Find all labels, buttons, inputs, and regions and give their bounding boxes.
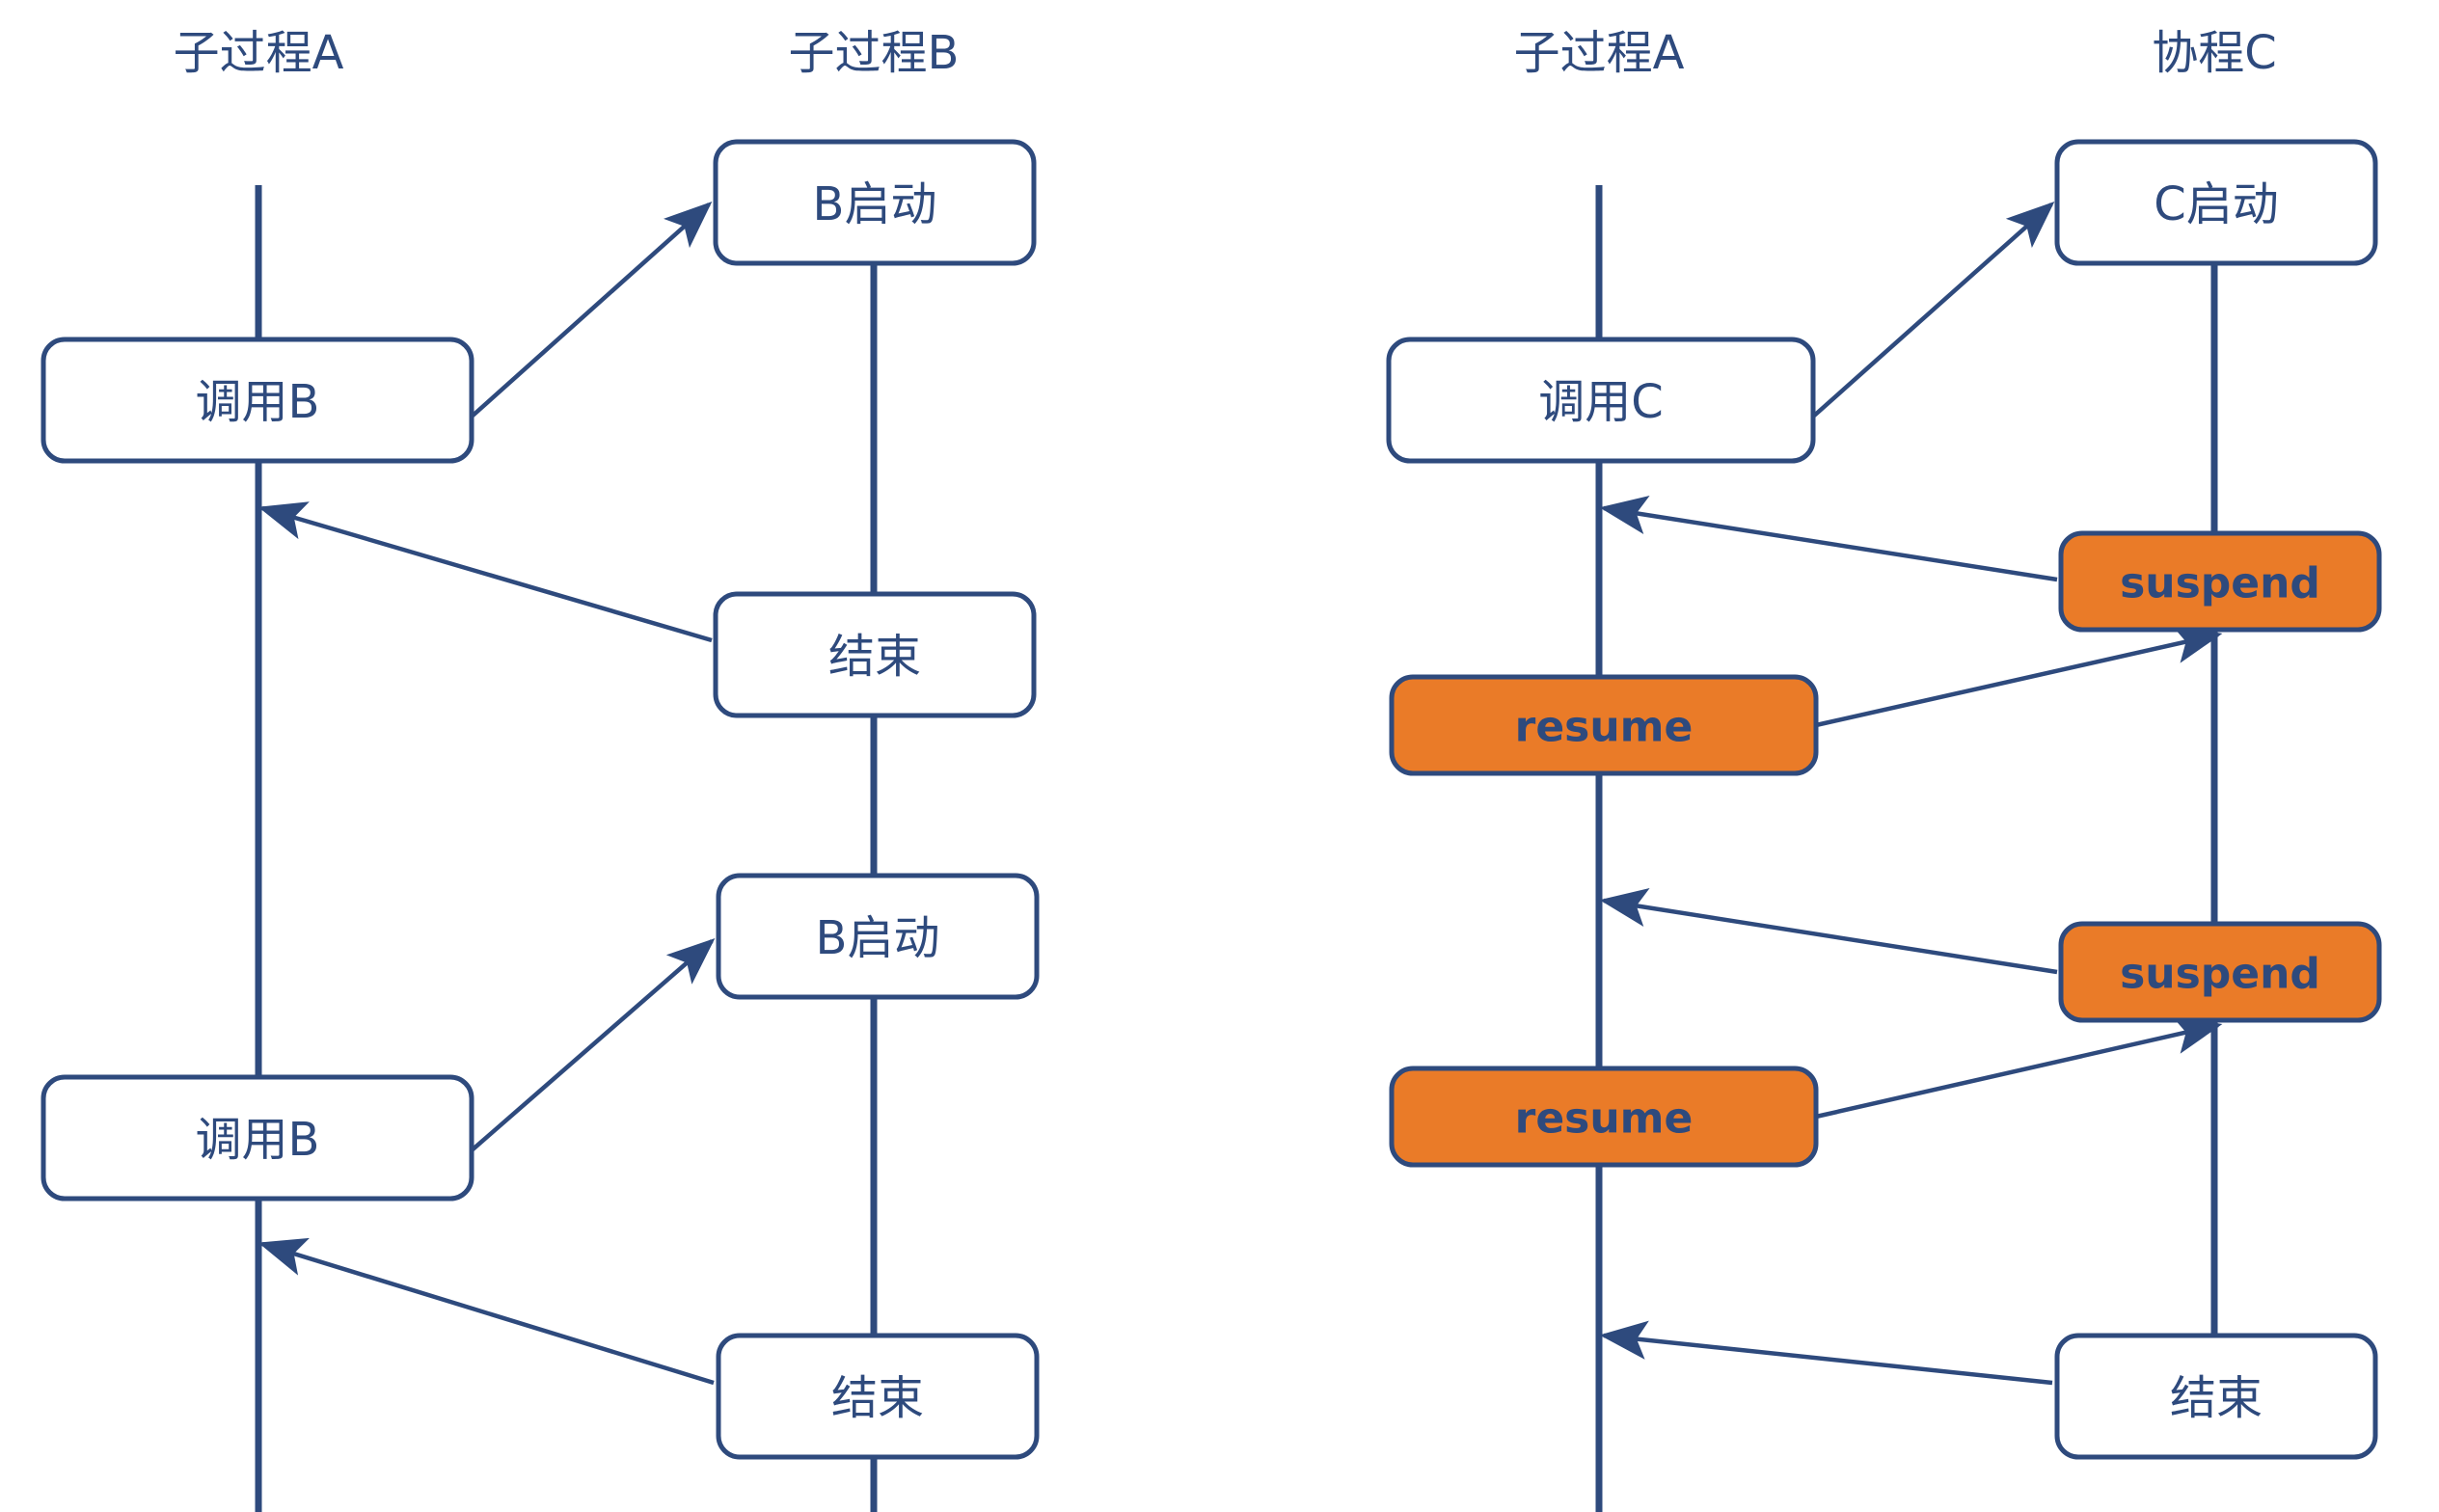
messages-layer xyxy=(257,202,2223,1386)
nodes-layer: 调用BB启动结束调用BB启动结束调用CC启动suspendresumesuspe… xyxy=(41,139,2382,1460)
node-label-c-end: 结束 xyxy=(2170,1371,2263,1425)
lifelines-layer xyxy=(255,185,2218,1512)
node-label-b-end-2: 结束 xyxy=(831,1371,924,1425)
node-b-start-2[interactable]: B启动 xyxy=(716,873,1040,1000)
node-box-c-start[interactable] xyxy=(2054,139,2378,266)
node-box-call-c[interactable] xyxy=(1386,337,1816,464)
node-c-end[interactable]: 结束 xyxy=(2054,1333,2378,1460)
message-arrow-msg-call-b-1 xyxy=(470,202,713,418)
node-box-resume-2[interactable] xyxy=(1389,1066,1819,1168)
node-box-b-start-1[interactable] xyxy=(713,139,1037,266)
message-arrow-msg-suspend-2 xyxy=(1599,887,2058,975)
node-label-b-start-2: B启动 xyxy=(816,911,940,965)
node-box-suspend-1[interactable] xyxy=(2058,530,2382,633)
node-label-c-start: C启动 xyxy=(2154,177,2279,231)
message-arrow-msg-return-b-2 xyxy=(257,1237,715,1386)
node-label-call-b-2: 调用B xyxy=(196,1113,320,1167)
node-box-b-end-2[interactable] xyxy=(716,1333,1040,1460)
node-label-b-end-1: 结束 xyxy=(828,630,921,684)
node-b-end-2[interactable]: 结束 xyxy=(716,1333,1040,1460)
node-box-b-start-2[interactable] xyxy=(716,873,1040,1000)
node-call-c[interactable]: 调用C xyxy=(1386,337,1816,464)
node-label-suspend-1: suspend xyxy=(2120,559,2320,608)
node-label-suspend-2: suspend xyxy=(2120,950,2320,999)
node-box-b-end-1[interactable] xyxy=(713,591,1037,718)
node-box-resume-1[interactable] xyxy=(1389,674,1819,776)
node-call-b-1[interactable]: 调用B xyxy=(41,337,474,464)
node-b-end-1[interactable]: 结束 xyxy=(713,591,1037,718)
message-arrow-msg-c-end xyxy=(1599,1320,2053,1386)
message-arrow-msg-call-c xyxy=(1811,202,2055,418)
node-resume-2[interactable]: resume xyxy=(1389,1066,1819,1168)
node-resume-1[interactable]: resume xyxy=(1389,674,1819,776)
node-box-call-b-2[interactable] xyxy=(41,1074,474,1202)
node-suspend-2[interactable]: suspend xyxy=(2058,921,2382,1023)
node-box-suspend-2[interactable] xyxy=(2058,921,2382,1023)
message-arrow-msg-suspend-1 xyxy=(1599,495,2058,582)
message-arrow-msg-call-b-2 xyxy=(470,938,716,1152)
column-title-lane-a-right: 子过程A xyxy=(1514,26,1685,80)
node-c-start[interactable]: C启动 xyxy=(2054,139,2378,266)
column-titles-layer: 子过程A 子过程B 子过程A 协程C xyxy=(174,26,2277,80)
column-title-lane-b: 子过程B xyxy=(789,26,960,80)
message-arrow-msg-resume-2 xyxy=(1815,1015,2223,1120)
node-label-b-start-1: B启动 xyxy=(813,177,937,231)
node-label-call-c: 调用C xyxy=(1538,375,1664,429)
message-arrow-msg-return-b-1 xyxy=(257,501,713,643)
node-suspend-1[interactable]: suspend xyxy=(2058,530,2382,633)
node-call-b-2[interactable]: 调用B xyxy=(41,1074,474,1202)
node-label-call-b-1: 调用B xyxy=(196,375,320,429)
message-arrow-msg-resume-1 xyxy=(1815,625,2223,728)
column-title-lane-a-left: 子过程A xyxy=(174,26,344,80)
node-box-call-b-1[interactable] xyxy=(41,337,474,464)
column-title-lane-c: 协程C xyxy=(2152,26,2277,80)
node-b-start-1[interactable]: B启动 xyxy=(713,139,1037,266)
node-label-resume-2: resume xyxy=(1515,1094,1694,1144)
node-box-c-end[interactable] xyxy=(2054,1333,2378,1460)
node-label-resume-1: resume xyxy=(1515,703,1694,752)
